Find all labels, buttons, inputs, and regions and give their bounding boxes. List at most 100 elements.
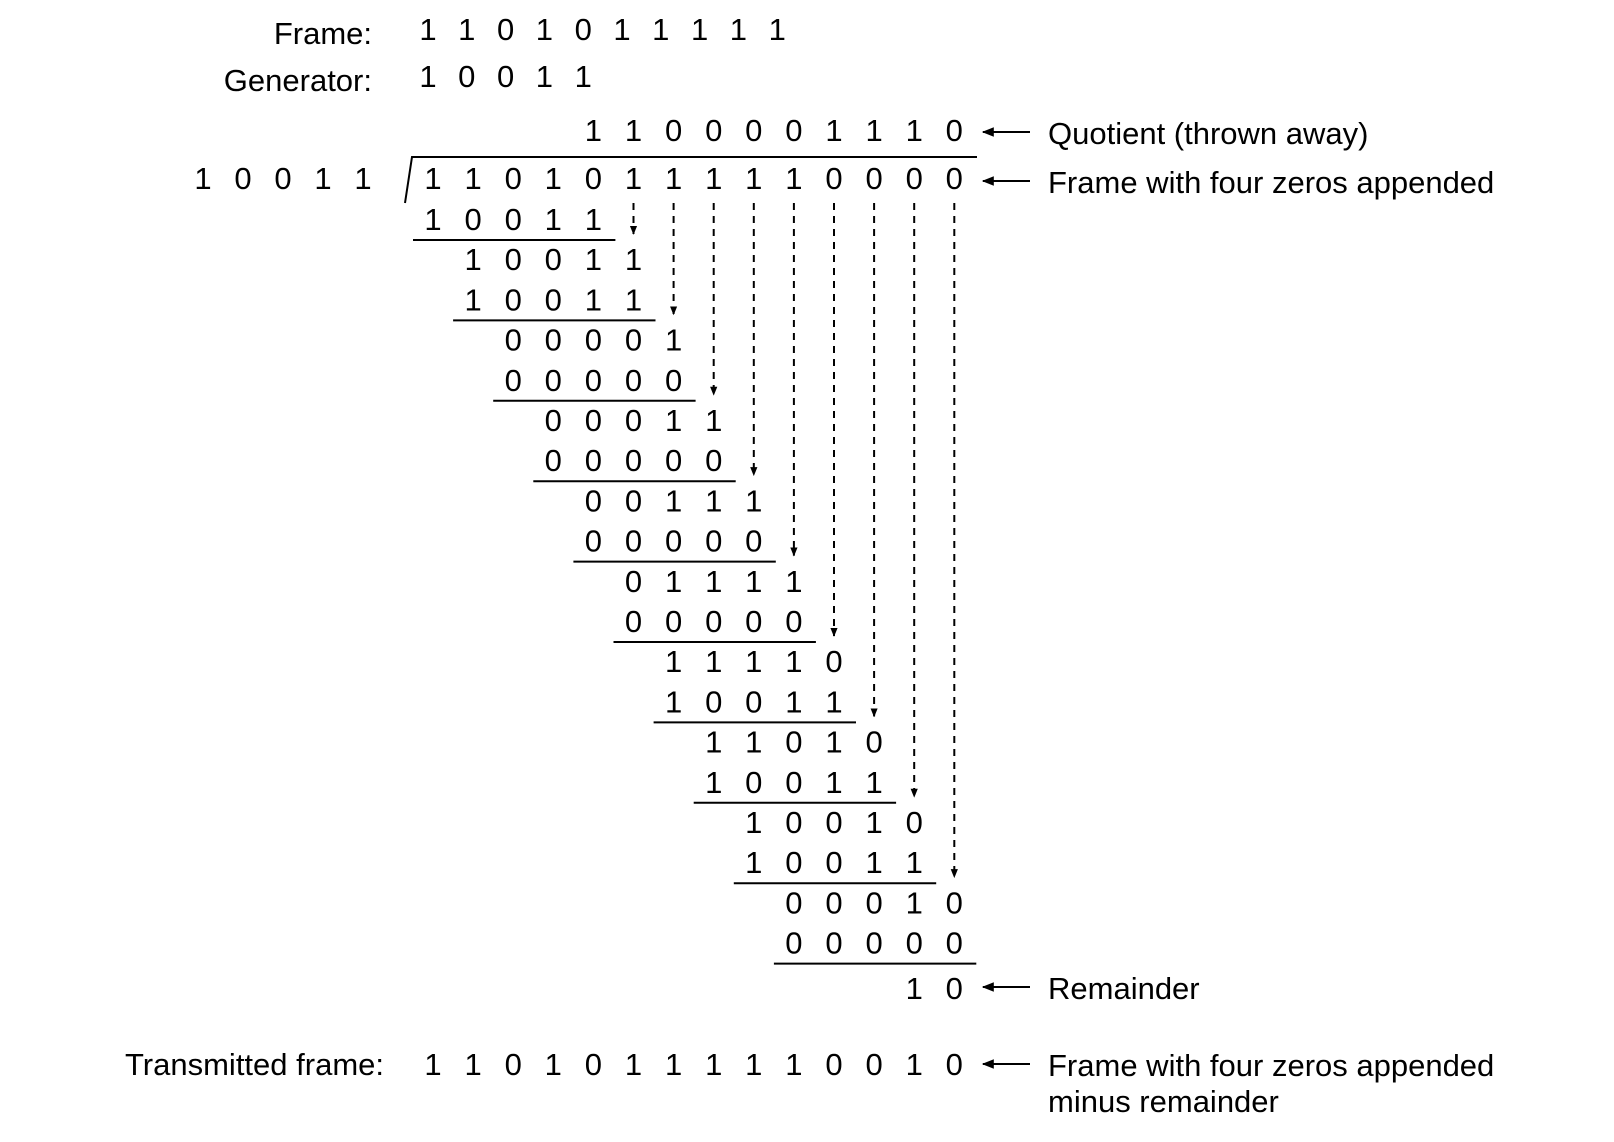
remainder-bit-digit: 1 bbox=[906, 971, 923, 1006]
step-bit-digit: 0 bbox=[865, 926, 882, 961]
quotient-bit-digit: 1 bbox=[625, 113, 642, 148]
step-bit-digit: 1 bbox=[705, 725, 722, 760]
step-bit-digit: 0 bbox=[785, 805, 802, 840]
step-bit-digit: 1 bbox=[745, 725, 762, 760]
transmitted-annotation-line1: Frame with four zeros appended bbox=[1048, 1048, 1494, 1083]
divisor-bit-digit: 0 bbox=[274, 161, 291, 196]
frame-bit-digit: 0 bbox=[575, 12, 592, 47]
step-bit-digit: 0 bbox=[585, 443, 602, 478]
transmitted-bit-digit: 0 bbox=[585, 1047, 602, 1082]
frame-bit-digit: 1 bbox=[730, 12, 747, 47]
step-bit-digit: 1 bbox=[745, 483, 762, 518]
step-bit-digit: 0 bbox=[705, 443, 722, 478]
frame-bit-digit: 0 bbox=[497, 12, 514, 47]
step-bit-digit: 1 bbox=[464, 282, 481, 317]
quotient-bit-digit: 0 bbox=[946, 113, 963, 148]
step-bit-digit: 1 bbox=[665, 483, 682, 518]
quotient-annotation: Quotient (thrown away) bbox=[1048, 116, 1368, 151]
step-bit-digit: 1 bbox=[865, 765, 882, 800]
divisor-bit-digit: 0 bbox=[234, 161, 251, 196]
step-bit-digit: 1 bbox=[745, 805, 762, 840]
step-bit-digit: 0 bbox=[625, 443, 642, 478]
step-bit-digit: 0 bbox=[545, 443, 562, 478]
step-bit-digit: 0 bbox=[625, 403, 642, 438]
quotient-bit-digit: 1 bbox=[865, 113, 882, 148]
generator-bit-digit: 0 bbox=[497, 59, 514, 94]
transmitted-bit-digit: 1 bbox=[705, 1047, 722, 1082]
quotient-bit-digit: 0 bbox=[705, 113, 722, 148]
step-bit-digit: 0 bbox=[665, 604, 682, 639]
remainder-bit-digit: 0 bbox=[946, 971, 963, 1006]
divisor-bit-digit: 1 bbox=[314, 161, 331, 196]
dividend-bit-digit: 1 bbox=[545, 161, 562, 196]
quotient-bit-digit: 1 bbox=[906, 113, 923, 148]
divisor-bit-digit: 1 bbox=[194, 161, 211, 196]
step-bit-digit: 0 bbox=[625, 564, 642, 599]
quotient-bit-digit: 0 bbox=[665, 113, 682, 148]
step-bit-digit: 0 bbox=[825, 926, 842, 961]
frame-bit-digit: 1 bbox=[652, 12, 669, 47]
frame-label: Frame: bbox=[274, 16, 372, 51]
dividend-annotation: Frame with four zeros appended bbox=[1048, 165, 1494, 200]
dividend-bit-digit: 1 bbox=[705, 161, 722, 196]
step-bit-digit: 0 bbox=[906, 926, 923, 961]
step-bit-digit: 1 bbox=[625, 282, 642, 317]
quotient-bit-digit: 0 bbox=[785, 113, 802, 148]
dividend-bit-digit: 0 bbox=[946, 161, 963, 196]
step-bit-digit: 1 bbox=[585, 242, 602, 277]
step-bit-digit: 0 bbox=[505, 282, 522, 317]
step-bit-digit: 0 bbox=[545, 363, 562, 398]
step-bit-digit: 0 bbox=[865, 885, 882, 920]
dividend-bit-digit: 1 bbox=[625, 161, 642, 196]
step-bit-digit: 0 bbox=[464, 202, 481, 237]
step-bit-digit: 1 bbox=[665, 684, 682, 719]
dividend-bit-digit: 0 bbox=[865, 161, 882, 196]
step-bit-digit: 0 bbox=[745, 765, 762, 800]
frame-bit-digit: 1 bbox=[691, 12, 708, 47]
dividend-bit-digit: 1 bbox=[785, 161, 802, 196]
step-underlines bbox=[413, 239, 977, 965]
dividend-bit-digit: 1 bbox=[424, 161, 441, 196]
transmitted-bit-digit: 1 bbox=[906, 1047, 923, 1082]
step-bit-digit: 0 bbox=[625, 524, 642, 559]
quotient-bit-digit: 1 bbox=[825, 113, 842, 148]
frame-bit-digit: 1 bbox=[458, 12, 475, 47]
step-bit-digit: 0 bbox=[785, 885, 802, 920]
step-bit-digit: 1 bbox=[585, 282, 602, 317]
step-bit-digit: 0 bbox=[705, 524, 722, 559]
step-bit-digit: 0 bbox=[665, 443, 682, 478]
step-bit-digit: 0 bbox=[785, 845, 802, 880]
transmitted-bit-digit: 1 bbox=[625, 1047, 642, 1082]
step-bit-digit: 1 bbox=[865, 805, 882, 840]
step-bit-digit: 0 bbox=[625, 604, 642, 639]
transmitted-bit-digit: 1 bbox=[665, 1047, 682, 1082]
step-bit-digit: 1 bbox=[705, 564, 722, 599]
step-bit-digit: 1 bbox=[665, 564, 682, 599]
step-bit-digit: 0 bbox=[585, 323, 602, 358]
divisor-bit-digit: 1 bbox=[354, 161, 371, 196]
frame-bit-digit: 1 bbox=[536, 12, 553, 47]
step-bit-digit: 1 bbox=[625, 242, 642, 277]
step-bit-digit: 1 bbox=[665, 323, 682, 358]
step-bit-digit: 0 bbox=[585, 403, 602, 438]
step-bit-digit: 0 bbox=[625, 363, 642, 398]
dividend-bit-digit: 0 bbox=[585, 161, 602, 196]
step-bit-digit: 1 bbox=[906, 885, 923, 920]
step-bit-digit: 1 bbox=[424, 202, 441, 237]
step-bit-digit: 0 bbox=[585, 524, 602, 559]
step-bit-digit: 0 bbox=[585, 483, 602, 518]
transmitted-bit-digit: 0 bbox=[825, 1047, 842, 1082]
remainder-annotation: Remainder bbox=[1048, 971, 1200, 1006]
transmitted-bit-digit: 1 bbox=[785, 1047, 802, 1082]
step-bit-digit: 1 bbox=[705, 483, 722, 518]
step-bit-digit: 0 bbox=[545, 323, 562, 358]
step-bit-digit: 0 bbox=[785, 604, 802, 639]
step-bit-digit: 0 bbox=[825, 845, 842, 880]
frame-bit-digit: 1 bbox=[613, 12, 630, 47]
